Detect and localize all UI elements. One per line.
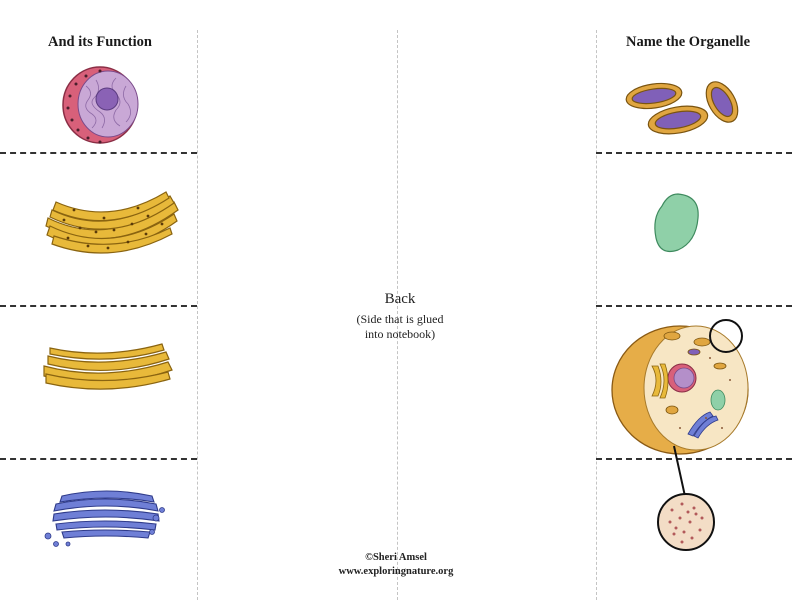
golgi-icon xyxy=(44,490,165,547)
left-heading: And its Function xyxy=(48,34,152,50)
rough-er-icon xyxy=(45,191,179,254)
cut-line-right-2 xyxy=(596,305,792,307)
smooth-er-icon xyxy=(43,343,173,390)
back-subtitle-2: into notebook) xyxy=(364,327,436,341)
cut-line-right-3 xyxy=(596,458,792,460)
mitochondria-icon xyxy=(625,81,739,135)
right-heading: Name the Organelle xyxy=(625,34,751,50)
cut-line-left-3 xyxy=(0,458,197,460)
fold-line-center xyxy=(397,30,398,600)
fold-line-left xyxy=(197,30,198,600)
cut-line-left-1 xyxy=(0,152,197,154)
back-title: Back xyxy=(384,291,416,307)
fold-line-right xyxy=(596,30,597,600)
credit-author: ©Sheri Amsel xyxy=(365,552,427,563)
credit-website: www.exploringnature.org xyxy=(338,566,454,577)
cut-line-right-1 xyxy=(596,152,792,154)
animal-cell-icon xyxy=(611,319,749,455)
nucleus-icon xyxy=(62,66,139,144)
cut-line-left-2 xyxy=(0,305,197,307)
vacuole-icon xyxy=(654,193,699,253)
back-subtitle-1: (Side that is glued xyxy=(356,312,444,326)
ribosome-zoom-icon xyxy=(657,493,715,551)
